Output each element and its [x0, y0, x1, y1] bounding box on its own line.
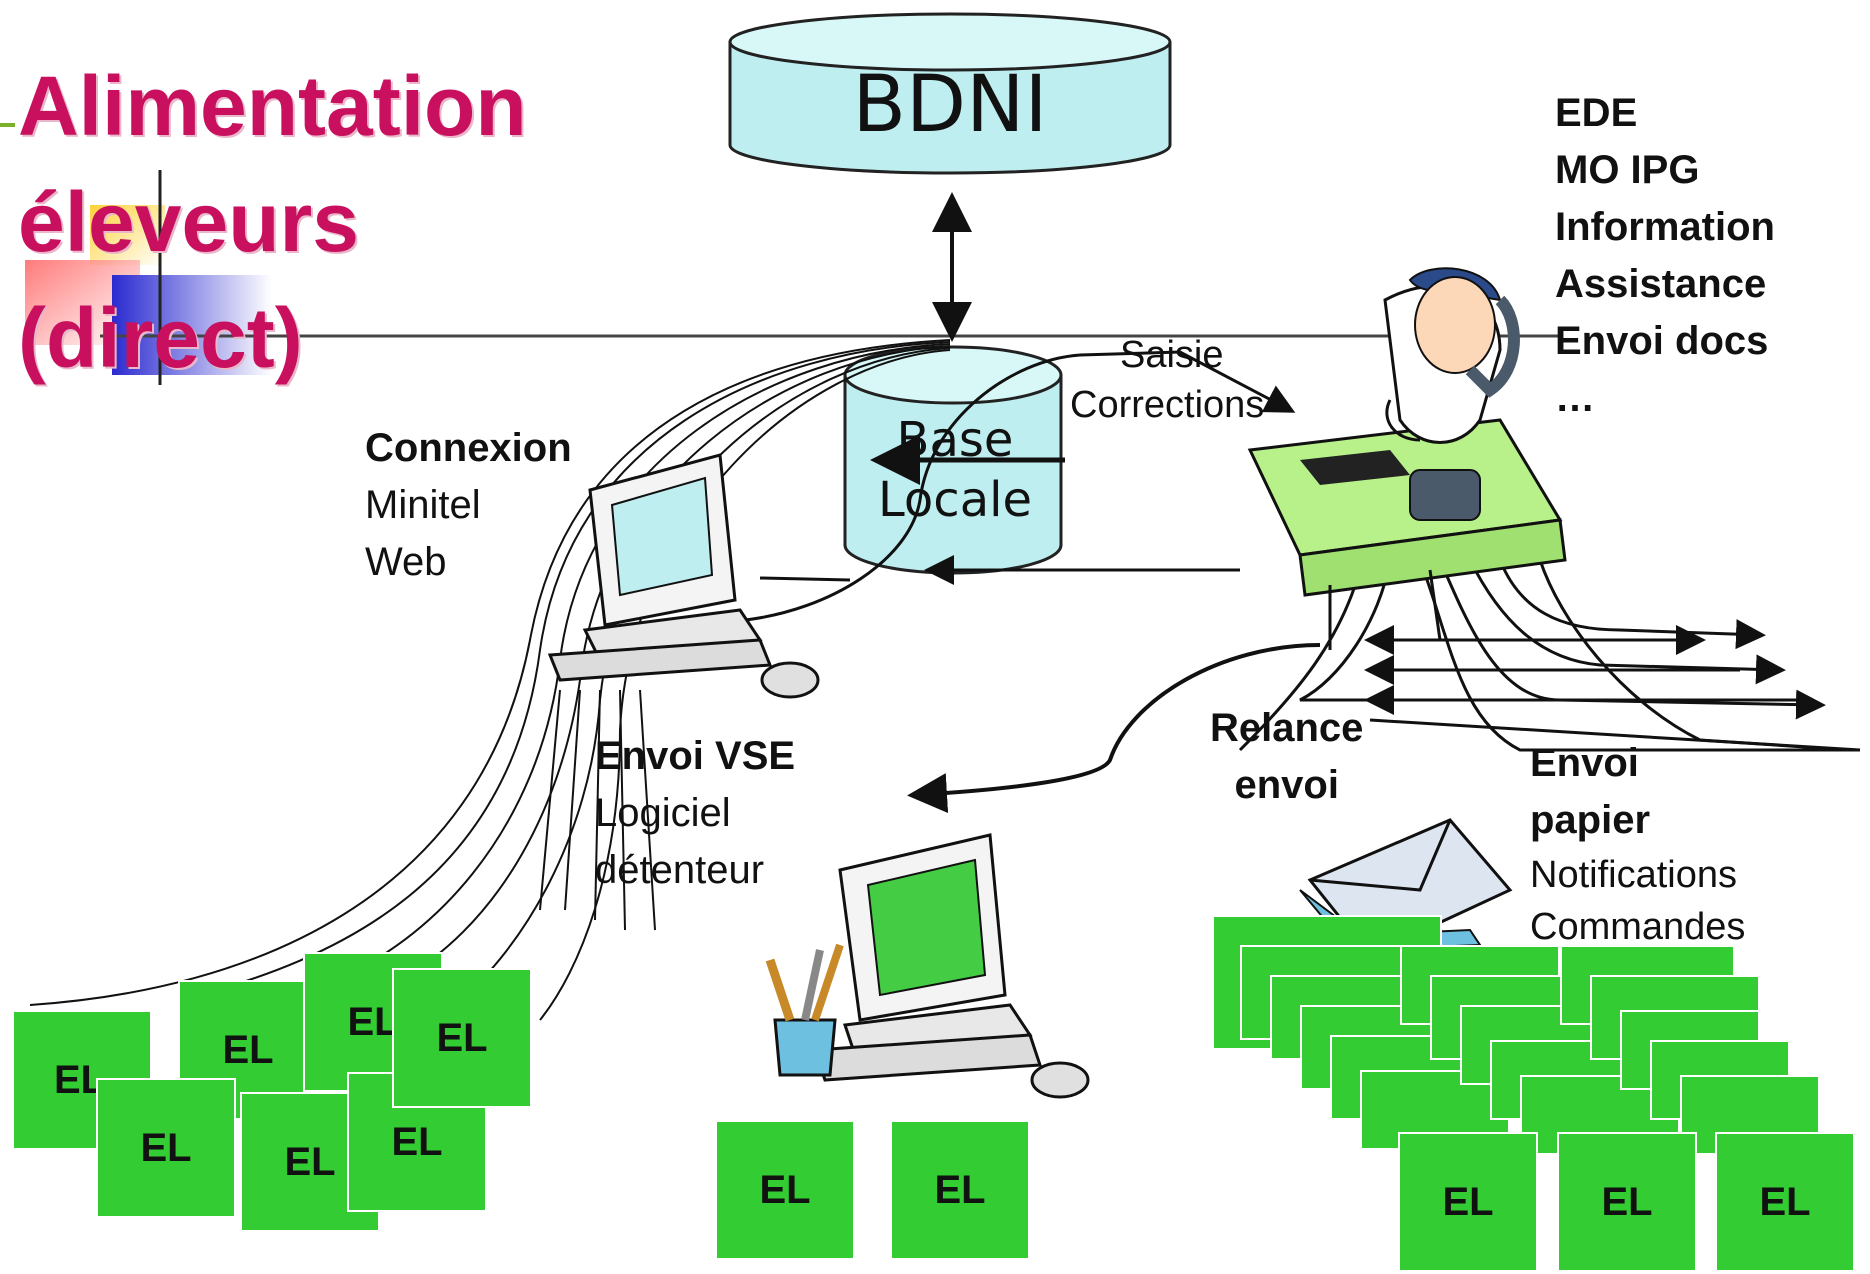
computer-vse-icon [765, 833, 1090, 1099]
el-box: EL [715, 1120, 855, 1260]
title-line-2: éleveurs [18, 175, 359, 269]
title-line-3: (direct) [18, 291, 303, 385]
el-box: EL [1715, 1132, 1855, 1272]
computer-connexion-icon [547, 453, 820, 699]
ede-item-2: MO IPG [1555, 148, 1700, 192]
envoi-vse-heading: Envoi VSE [595, 734, 796, 778]
envoi-papier-heading-1: Envoi [1530, 741, 1639, 785]
relance-line-2: envoi [1234, 763, 1339, 807]
connexion-label: Connexion Minitel Web [365, 420, 572, 591]
el-box: EL [1557, 1132, 1697, 1272]
envoi-papier-label: Envoi papier Notifications Commandes [1530, 735, 1745, 953]
ede-item-4: Assistance [1555, 262, 1767, 306]
envoi-papier-line-2: Commandes [1530, 906, 1746, 948]
saisie-line-1: Saisie [1120, 334, 1224, 376]
envoi-vse-line-2: détenteur [595, 848, 765, 892]
bdni-cylinder [728, 12, 1172, 175]
saisie-line-2: Corrections [1070, 384, 1265, 426]
relance-line-1: Relance [1210, 706, 1364, 750]
ede-item-1: EDE [1555, 91, 1638, 135]
bdni-label: BDNI [852, 60, 1048, 150]
ede-list: EDE MO IPG Information Assistance Envoi … [1555, 85, 1775, 427]
envoi-papier-line-1: Notifications [1530, 854, 1737, 896]
saisie-corrections-label: Saisie Corrections [1070, 330, 1264, 430]
envoi-vse-line-1: Logiciel [595, 791, 731, 835]
base-locale-label: Base Locale [850, 410, 1060, 530]
base-locale-arrows [744, 350, 1321, 814]
el-box: EL [96, 1078, 236, 1218]
title-line-1: Alimentation [18, 59, 527, 153]
el-box: EL [890, 1120, 1030, 1260]
desk-curves [1238, 559, 1861, 752]
relance-label: Relance envoi [1210, 700, 1363, 814]
ede-item-3: Information [1555, 205, 1775, 249]
base-locale-line-1: Base [896, 412, 1014, 468]
connexion-line-2: Web [365, 540, 447, 584]
ede-item-5: Envoi docs [1555, 319, 1769, 363]
connexion-heading: Connexion [365, 426, 572, 470]
base-locale-line-2: Locale [878, 472, 1032, 528]
el-box: EL [392, 968, 532, 1108]
envoi-papier-heading-2: papier [1530, 798, 1651, 842]
ede-item-6: … [1555, 376, 1595, 420]
page-title: Alimentation éleveurs (direct) [18, 48, 527, 396]
operator-desk-icon [1247, 267, 1567, 650]
base-locale-cylinder [843, 345, 1063, 575]
envoi-vse-label: Envoi VSE Logiciel détenteur [595, 728, 795, 899]
el-box: EL [1398, 1132, 1538, 1272]
title-decoration [0, 123, 1560, 385]
connexion-line-1: Minitel [365, 483, 481, 527]
